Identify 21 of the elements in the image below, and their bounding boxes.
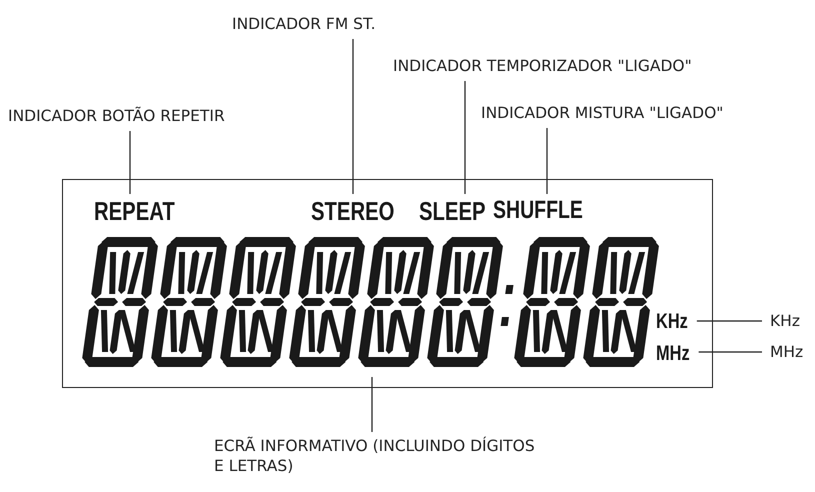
leader-line: [352, 39, 354, 194]
indicator-label: REPEAT: [94, 198, 175, 224]
leader-line: [696, 320, 762, 322]
indicator-label: KHz: [656, 311, 688, 332]
leader-line: [698, 351, 762, 353]
indicator-label: MHz: [656, 343, 690, 364]
indicator-label: STEREO: [311, 198, 394, 224]
leader-line: [464, 81, 466, 194]
leader-line: [371, 377, 373, 432]
leader-line: [546, 128, 548, 194]
callout-label: INDICADOR FM ST.: [232, 14, 376, 34]
indicator-label: SHUFFLE: [493, 198, 583, 223]
callout-label: INDICADOR TEMPORIZADOR "LIGADO": [393, 56, 692, 76]
indicator-label: SLEEP: [419, 198, 486, 224]
callout-label: MHz: [770, 342, 804, 362]
leader-line: [129, 131, 131, 194]
callout-label: KHz: [770, 311, 800, 331]
lcd-display-panel: [62, 179, 713, 388]
callout-label: INDICADOR MISTURA "LIGADO": [481, 103, 724, 123]
callout-label: ECRÃ INFORMATIVO (INCLUINDO DÍGITOS E LETRAS): [214, 436, 544, 476]
callout-label: INDICADOR BOTÃO REPETIR: [8, 106, 225, 126]
